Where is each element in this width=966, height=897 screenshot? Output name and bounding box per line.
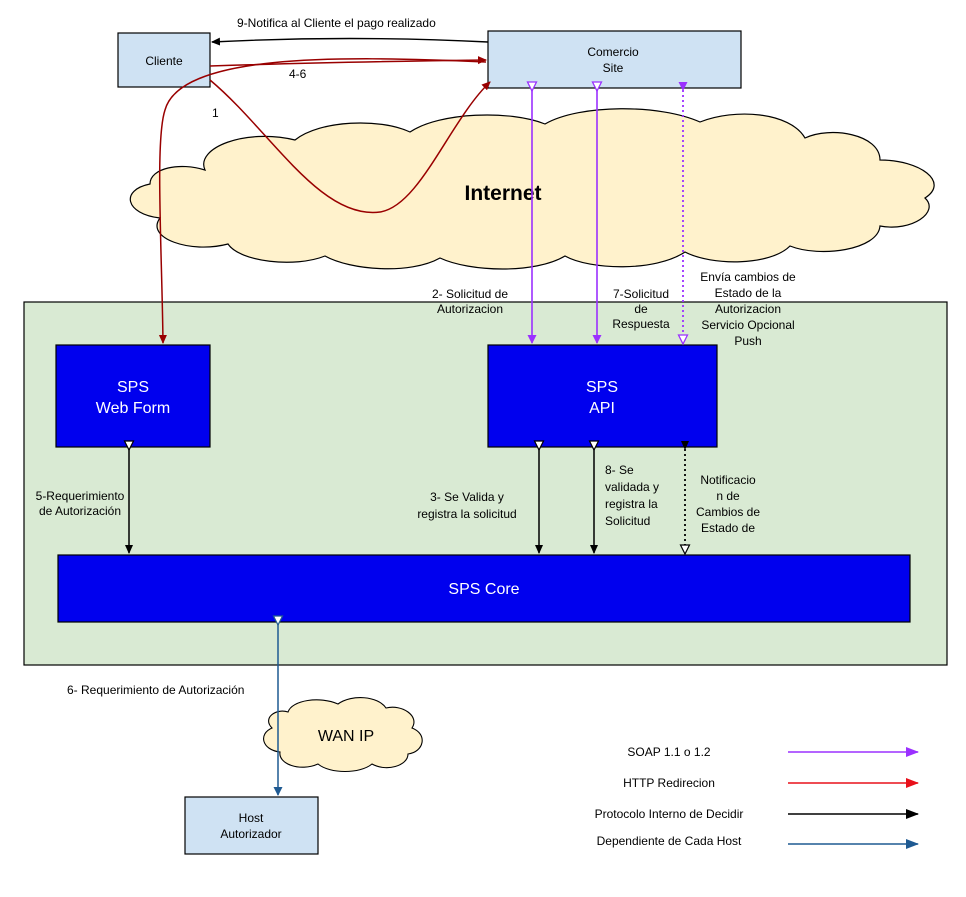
legend-soap-label: SOAP 1.1 o 1.2	[627, 745, 710, 759]
legend: SOAP 1.1 o 1.2 HTTP Redirecion Protocolo…	[595, 745, 919, 849]
internet-label: Internet	[464, 182, 541, 205]
validada-line2: validada y	[605, 480, 659, 494]
label-envia-cambios: Envía cambios de Estado de la Autorizaci…	[700, 270, 796, 348]
valida-line1: 3- Se Valida y	[430, 490, 504, 504]
core-label: SPS Core	[448, 581, 519, 598]
legend-host-label: Dependiente de Cada Host	[597, 834, 742, 848]
label-notificacion: Notificacio n de Cambios de Estado de	[696, 473, 760, 535]
solicitud-aut-line2: Autorizacion	[437, 302, 503, 316]
legend-interno-label: Protocolo Interno de Decidir	[595, 807, 744, 821]
comercio-label-line1: Comercio	[587, 45, 639, 59]
envia-line4: Servicio Opcional	[701, 318, 794, 332]
arrow-redirect-webform	[158, 58, 487, 344]
legend-http-label: HTTP Redirecion	[623, 776, 715, 790]
solicitud-resp-line1: 7-Solicitud	[613, 287, 669, 301]
notif-line1: Notificacio	[700, 473, 756, 487]
host-autorizador-node[interactable]	[184, 796, 319, 855]
notif-line3: Cambios de	[696, 505, 760, 519]
label-notifica: 9-Notifica al Cliente el pago realizado	[237, 16, 436, 30]
label-solicitud-autorizacion: 2- Solicitud de Autorizacion	[432, 287, 508, 316]
label-1: 1	[212, 106, 219, 120]
notif-line2: n de	[716, 489, 740, 503]
label-validada: 8- Se validada y registra la Solicitud	[605, 463, 659, 528]
arrow-redirect-1	[209, 79, 491, 214]
solicitud-aut-line1: 2- Solicitud de	[432, 287, 508, 301]
valida-line2: registra la solicitud	[417, 507, 516, 521]
notif-line4: Estado de	[701, 521, 755, 535]
wan-ip-label: WAN IP	[318, 728, 374, 745]
label-se-valida: 3- Se Valida y registra la solicitud	[417, 490, 516, 521]
api-label-line2: API	[589, 400, 615, 417]
validada-line3: registra la	[605, 497, 658, 511]
req5-line2: de Autorización	[39, 504, 121, 518]
sps-api-node[interactable]	[487, 344, 718, 448]
host-label-line2: Autorizador	[220, 827, 281, 841]
cliente-node[interactable]	[117, 32, 211, 88]
envia-line1: Envía cambios de	[700, 270, 796, 284]
api-label-line1: SPS	[586, 379, 618, 396]
cliente-label: Cliente	[145, 54, 183, 68]
sps-core-node[interactable]	[57, 554, 911, 623]
envia-line5: Push	[734, 334, 761, 348]
web-form-label-line2: Web Form	[96, 400, 170, 417]
label-requerimiento-5: 5-Requerimiento de Autorización	[36, 489, 125, 518]
validada-line4: Solicitud	[605, 514, 650, 528]
comercio-label-line2: Site	[603, 61, 624, 75]
solicitud-resp-line2: de	[634, 302, 648, 316]
arrow-notifica-cliente	[211, 37, 489, 46]
comercio-site-node[interactable]	[487, 30, 742, 89]
envia-line3: Autorizacion	[715, 302, 781, 316]
solicitud-resp-line3: Respuesta	[612, 317, 670, 331]
wan-ip-cloud	[263, 697, 423, 773]
web-form-label-line1: SPS	[117, 379, 149, 396]
sps-web-form-node[interactable]	[55, 344, 211, 448]
label-4-6: 4-6	[289, 67, 307, 81]
req5-line1: 5-Requerimiento	[36, 489, 125, 503]
host-label-line1: Host	[239, 811, 264, 825]
envia-line2: Estado de la	[715, 286, 782, 300]
validada-line1: 8- Se	[605, 463, 634, 477]
label-solicitud-respuesta: 7-Solicitud de Respuesta	[612, 287, 670, 331]
label-requerimiento-6: 6- Requerimiento de Autorización	[67, 683, 244, 697]
